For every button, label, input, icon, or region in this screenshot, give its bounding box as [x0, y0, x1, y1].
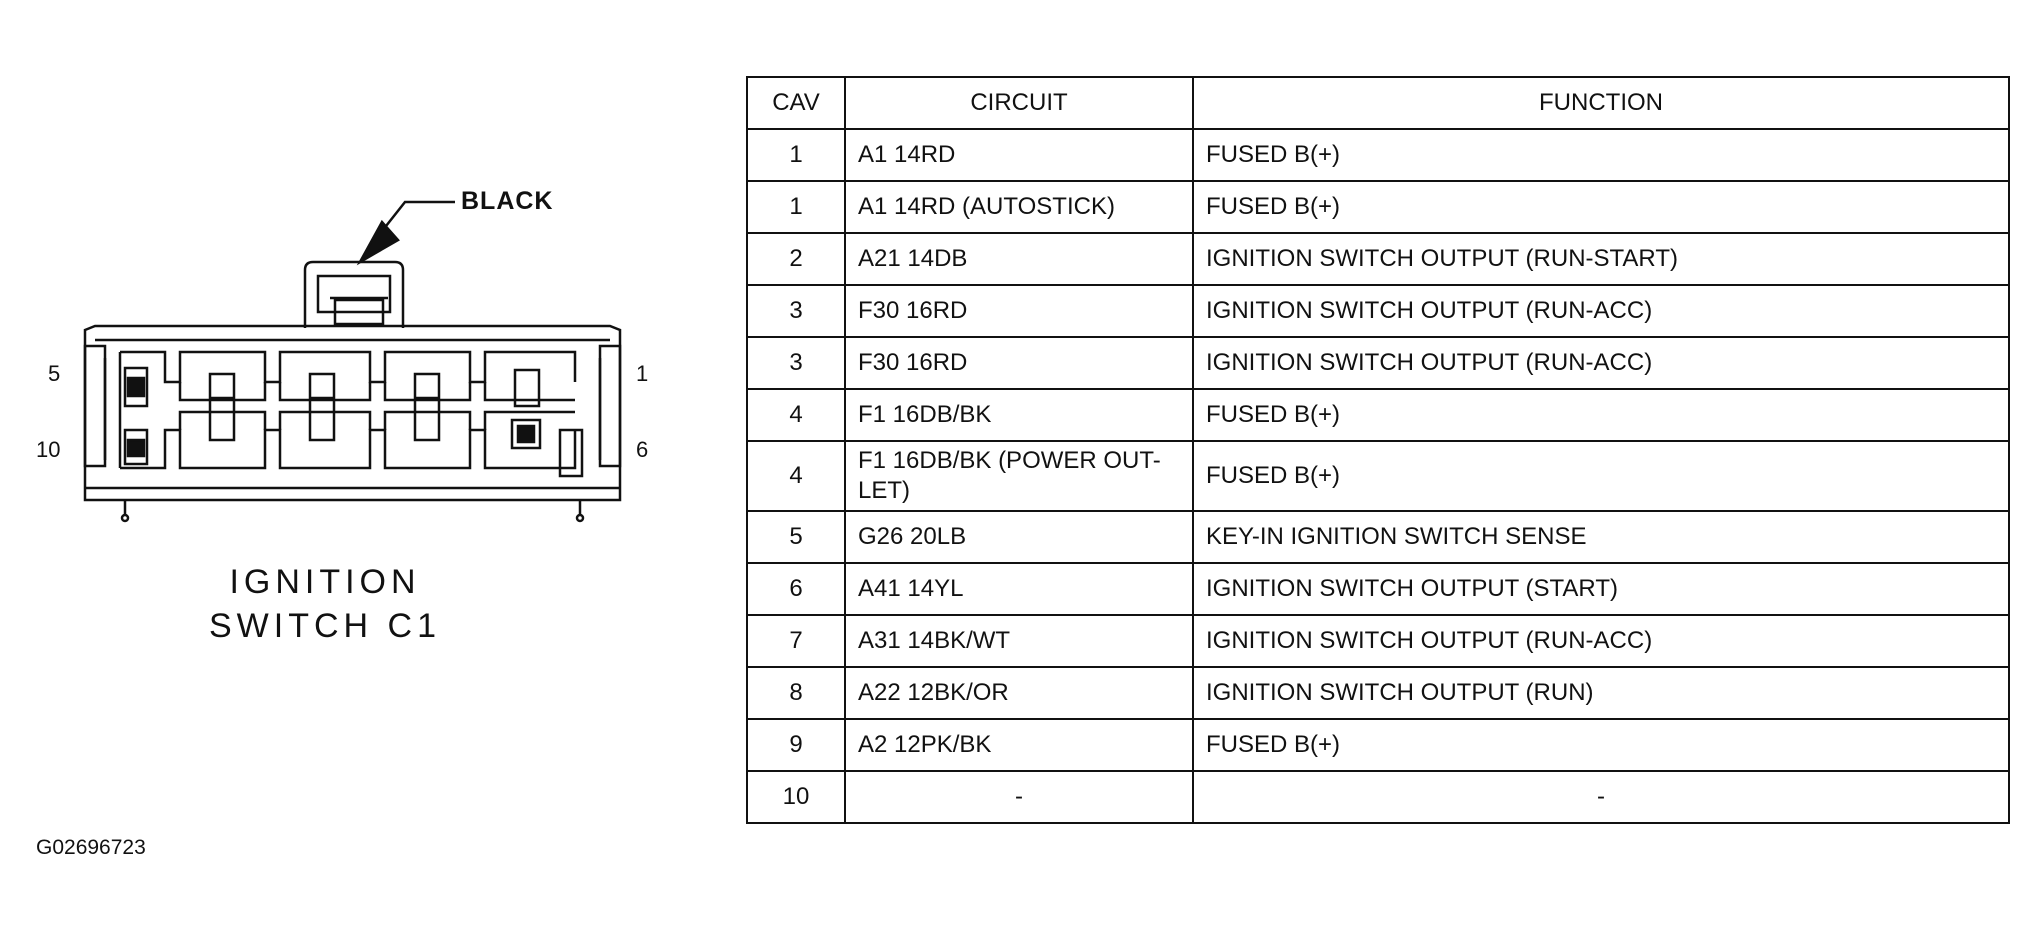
cavity-label-10: 10 [36, 437, 61, 462]
cav-cell: 2 [746, 232, 846, 286]
cav-cell: 7 [746, 614, 846, 668]
function-cell: FUSED B(+) [1192, 180, 2010, 234]
cavity-label-1: 1 [636, 361, 649, 386]
function-cell: FUSED B(+) [1192, 440, 2010, 512]
header-function: FUNCTION [1192, 76, 2010, 130]
pinout-table: CAV CIRCUIT FUNCTION 1 A1 14RD FUSED B(+… [746, 76, 2010, 824]
circuit-cell: F1 16DB/BK (POWER OUT- LET) [844, 440, 1194, 512]
function-cell: FUSED B(+) [1192, 718, 2010, 772]
table-row: 5 G26 20LB KEY-IN IGNITION SWITCH SENSE [746, 510, 2010, 564]
cav-cell: 6 [746, 562, 846, 616]
circuit-cell: A22 12BK/OR [844, 666, 1194, 720]
ignition-switch-connector-diagram [83, 200, 622, 523]
cav-cell: 1 [746, 128, 846, 182]
circuit-cell: A2 12PK/BK [844, 718, 1194, 772]
function-cell: IGNITION SWITCH OUTPUT (RUN-ACC) [1192, 614, 2010, 668]
cavity-label-6: 6 [636, 437, 649, 462]
table-row: 6 A41 14YL IGNITION SWITCH OUTPUT (START… [746, 562, 2010, 616]
connector-title-line1: IGNITION [229, 563, 421, 601]
cav-cell: 9 [746, 718, 846, 772]
function-cell: FUSED B(+) [1192, 128, 2010, 182]
circuit-cell: A41 14YL [844, 562, 1194, 616]
connector-body [83, 324, 622, 502]
figure-id: G02696723 [36, 836, 146, 859]
table-row: 8 A22 12BK/OR IGNITION SWITCH OUTPUT (RU… [746, 666, 2010, 720]
cav-cell: 3 [746, 336, 846, 390]
circuit-cell: - [844, 770, 1194, 824]
cav-cell: 4 [746, 388, 846, 442]
circuit-cell: A31 14BK/WT [844, 614, 1194, 668]
circuit-cell: F30 16RD [844, 284, 1194, 338]
function-cell: KEY-IN IGNITION SWITCH SENSE [1192, 510, 2010, 564]
circuit-cell: F1 16DB/BK [844, 388, 1194, 442]
table-row: 7 A31 14BK/WT IGNITION SWITCH OUTPUT (RU… [746, 614, 2010, 668]
cav-cell: 4 [746, 440, 846, 512]
function-cell: IGNITION SWITCH OUTPUT (RUN-ACC) [1192, 336, 2010, 390]
cav-cell: 10 [746, 770, 846, 824]
function-cell: IGNITION SWITCH OUTPUT (RUN-START) [1192, 232, 2010, 286]
table-row: 9 A2 12PK/BK FUSED B(+) [746, 718, 2010, 772]
header-cav: CAV [746, 76, 846, 130]
table-row: 4 F1 16DB/BK FUSED B(+) [746, 388, 2010, 442]
table-row: 4 F1 16DB/BK (POWER OUT- LET) FUSED B(+) [746, 440, 2010, 512]
header-circuit: CIRCUIT [844, 76, 1194, 130]
circuit-cell: F30 16RD [844, 336, 1194, 390]
cav-cell: 3 [746, 284, 846, 338]
function-cell: FUSED B(+) [1192, 388, 2010, 442]
black-arrow-icon [356, 219, 400, 266]
cavity-label-5: 5 [48, 361, 61, 386]
table-row: 10 - - [746, 770, 2010, 824]
connector-color-label: BLACK [461, 187, 554, 215]
circuit-cell: A1 14RD [844, 128, 1194, 182]
table-row: 1 A1 14RD FUSED B(+) [746, 128, 2010, 182]
cav-cell: 1 [746, 180, 846, 234]
table-row: 3 F30 16RD IGNITION SWITCH OUTPUT (RUN-A… [746, 284, 2010, 338]
function-cell: IGNITION SWITCH OUTPUT (RUN) [1192, 666, 2010, 720]
table-row: 2 A21 14DB IGNITION SWITCH OUTPUT (RUN-S… [746, 232, 2010, 286]
function-cell: - [1192, 770, 2010, 824]
function-cell: IGNITION SWITCH OUTPUT (RUN-ACC) [1192, 284, 2010, 338]
table-row: 1 A1 14RD (AUTOSTICK) FUSED B(+) [746, 180, 2010, 234]
cav-cell: 5 [746, 510, 846, 564]
circuit-cell: A21 14DB [844, 232, 1194, 286]
circuit-cell: G26 20LB [844, 510, 1194, 564]
function-cell: IGNITION SWITCH OUTPUT (START) [1192, 562, 2010, 616]
connector-title-line2: SWITCH C1 [209, 607, 441, 645]
table-header-row: CAV CIRCUIT FUNCTION [746, 76, 2010, 130]
cav-cell: 8 [746, 666, 846, 720]
table-row: 3 F30 16RD IGNITION SWITCH OUTPUT (RUN-A… [746, 336, 2010, 390]
circuit-cell: A1 14RD (AUTOSTICK) [844, 180, 1194, 234]
connector-latch [303, 260, 405, 328]
